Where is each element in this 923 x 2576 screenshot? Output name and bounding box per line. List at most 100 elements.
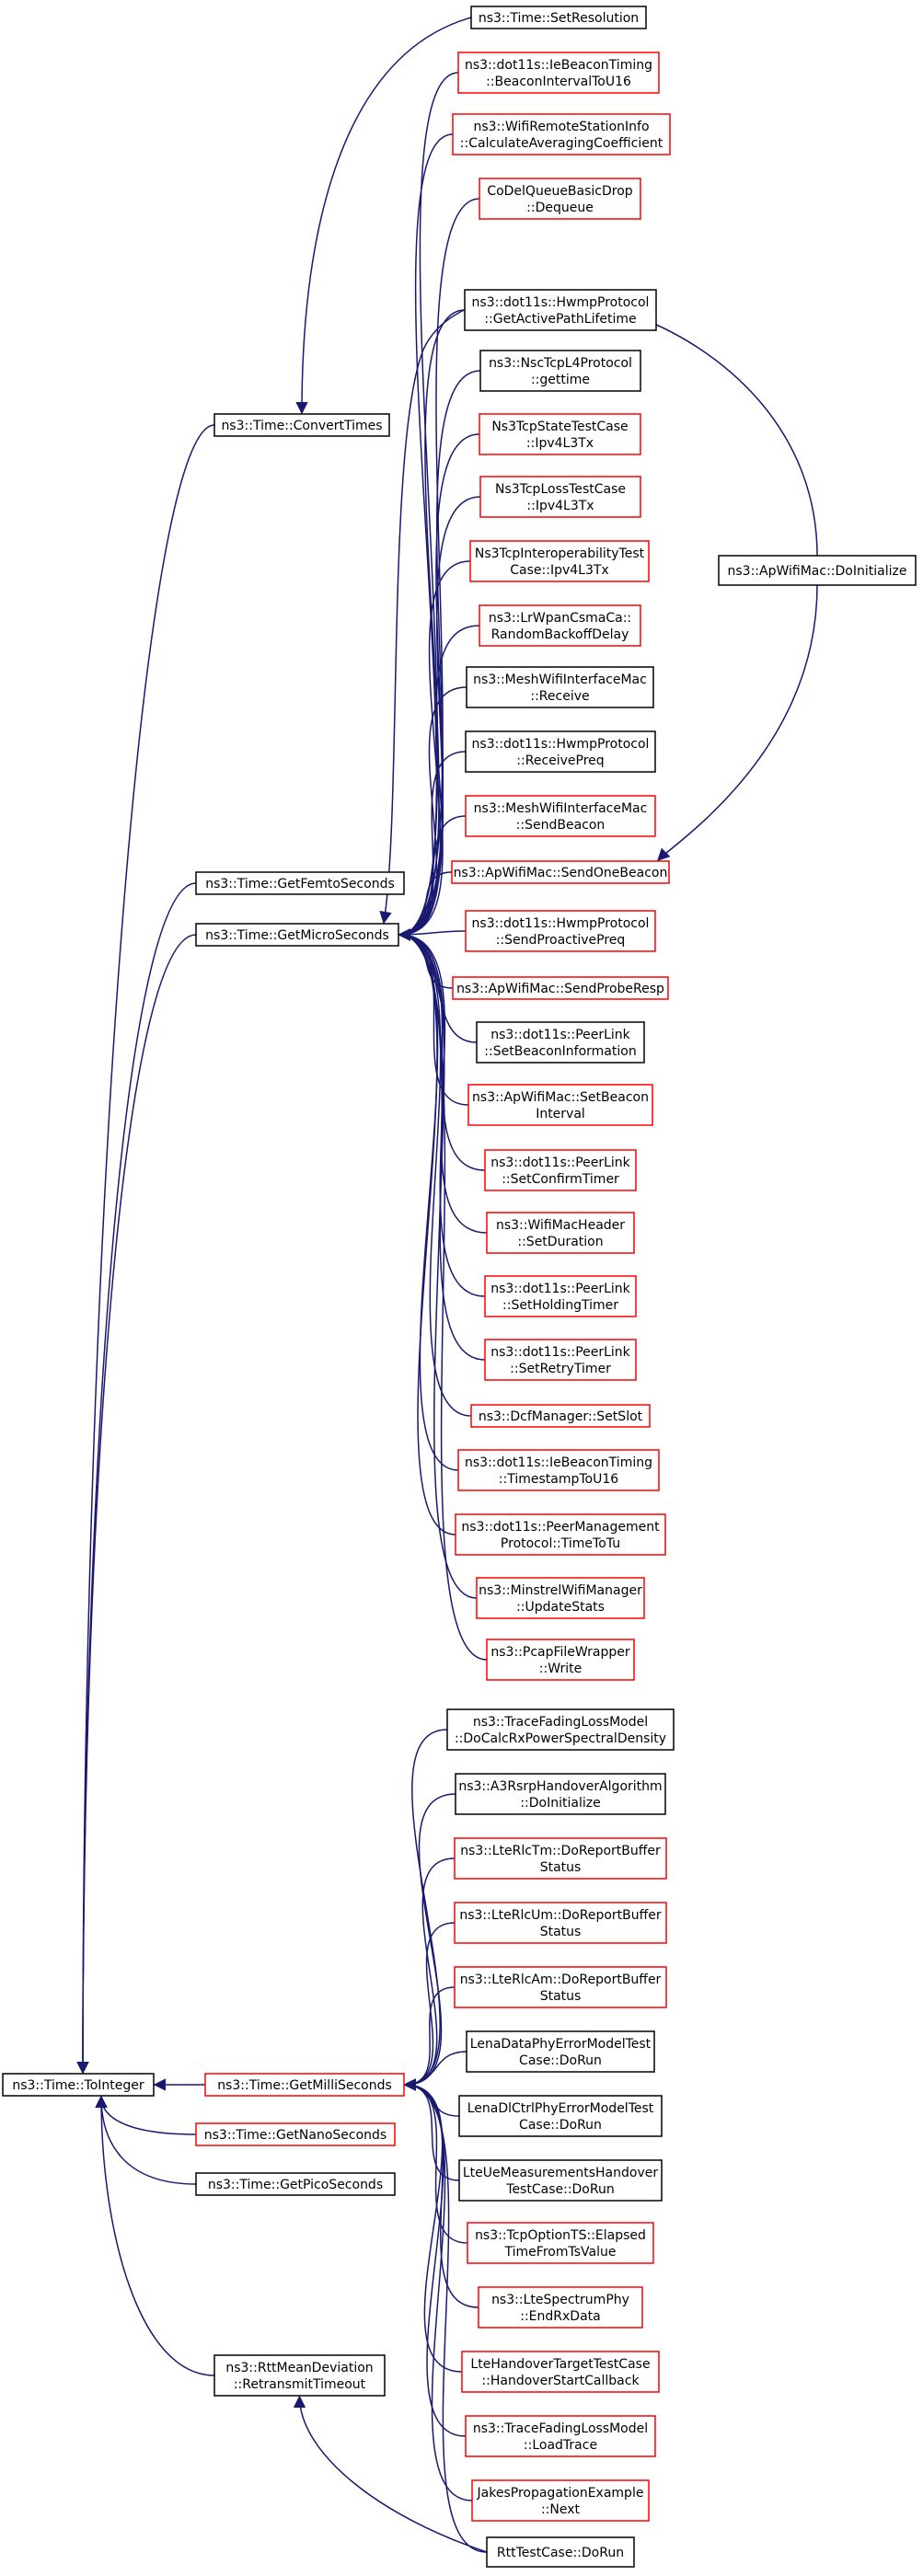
node-label-line: ns3::NscTcpL4Protocol <box>489 356 632 371</box>
call-edge-ie_ts-to-micro <box>398 928 459 1471</box>
node-label-line: Case::Ipv4L3Tx <box>510 563 608 578</box>
node-label-line: TestCase::DoRun <box>505 2182 614 2197</box>
node-nano[interactable]: ns3::Time::GetNanoSeconds <box>195 2122 396 2146</box>
node-tflm_lt[interactable]: ns3::TraceFadingLossModel::LoadTrace <box>465 2415 656 2457</box>
node-box <box>469 540 650 582</box>
node-label-line: ::ReceivePreq <box>516 753 604 768</box>
node-label-line: ns3::Time::GetNanoSeconds <box>204 2128 387 2143</box>
node-box <box>458 2159 663 2202</box>
node-milli[interactable]: ns3::Time::GetMilliSeconds <box>204 2073 405 2097</box>
call-edge-mwim_recv-to-micro <box>398 686 467 941</box>
node-box <box>454 1966 667 2008</box>
node-label-line: ns3::MeshWifiInterfaceMac <box>474 801 648 816</box>
node-label-line: ns3::Time::GetPicoSeconds <box>208 2178 383 2192</box>
node-box <box>470 1404 651 1428</box>
node-rtttest[interactable]: RttTestCase::DoRun <box>486 2536 635 2568</box>
node-label-line: ns3::dot11s::PeerLink <box>490 1156 630 1170</box>
node-nsctcp[interactable]: ns3::NscTcpL4Protocol::gettime <box>479 350 641 392</box>
call-edge-tcploss-to-micro <box>398 496 481 941</box>
node-wrsi[interactable]: ns3::WifiRemoteStationInfo::CalculateAve… <box>452 113 671 155</box>
node-label-line: ::Write <box>539 1662 582 1676</box>
node-box <box>466 2030 655 2073</box>
node-tcpstate[interactable]: Ns3TcpStateTestCase::Ipv4L3Tx <box>479 413 641 455</box>
node-convert[interactable]: ns3::Time::ConvertTimes <box>213 413 390 437</box>
node-box <box>467 2222 654 2264</box>
node-label-line: Status <box>540 1925 582 1939</box>
node-pl_srt[interactable]: ns3::dot11s::PeerLink::SetRetryTimer <box>484 1339 637 1381</box>
node-box <box>486 1639 635 1681</box>
node-dcf_ss[interactable]: ns3::DcfManager::SetSlot <box>470 1404 651 1428</box>
node-hwmp_rpreq[interactable]: ns3::dot11s::HwmpProtocol::ReceivePreq <box>465 730 656 773</box>
node-toint[interactable]: ns3::Time::ToInteger <box>2 2073 155 2097</box>
node-pico[interactable]: ns3::Time::GetPicoSeconds <box>195 2172 396 2196</box>
node-label-line: ::TimestampToU16 <box>499 1472 618 1487</box>
node-micro[interactable]: ns3::Time::GetMicroSeconds <box>195 923 399 947</box>
nodes-layer: ns3::Time::ToInteger ns3::Time::ConvertTi… <box>2 6 917 2568</box>
node-tcploss[interactable]: Ns3TcpLossTestCase::Ipv4L3Tx <box>479 476 641 518</box>
node-label-line: ::SendProactivePreq <box>496 933 626 948</box>
node-box <box>458 2095 663 2137</box>
node-label-line: ns3::PcapFileWrapper <box>490 1645 629 1660</box>
node-wmh_sd[interactable]: ns3::WifiMacHeader::SetDuration <box>486 1212 635 1254</box>
node-pcap[interactable]: ns3::PcapFileWrapper::Write <box>486 1639 635 1681</box>
node-a3rsrp[interactable]: ns3::A3RsrpHandoverAlgorithm::DoInitiali… <box>455 1773 666 1815</box>
node-label-line: ::GetActivePathLifetime <box>484 312 636 327</box>
node-pl_sht[interactable]: ns3::dot11s::PeerLink::SetHoldingTimer <box>484 1275 637 1317</box>
node-label-line: ns3::LteSpectrumPhy <box>491 2293 629 2307</box>
node-label-line: Status <box>540 1989 582 2004</box>
node-hwmp_apl[interactable]: ns3::dot11s::HwmpProtocol::GetActivePath… <box>464 289 657 331</box>
node-ie_ts[interactable]: ns3::dot11s::IeBeaconTiming::TimestampTo… <box>457 1449 660 1491</box>
node-label-line: ns3::Time::GetMicroSeconds <box>205 928 389 943</box>
node-ap_spr[interactable]: ns3::ApWifiMac::SendProbeResp <box>452 976 669 1000</box>
node-box <box>2 2073 155 2097</box>
node-pl_sbi[interactable]: ns3::dot11s::PeerLink::SetBeaconInformat… <box>476 1021 645 1064</box>
call-edge-ltehand-to-milli <box>403 2078 463 2373</box>
node-jakes[interactable]: JakesPropagationExample::Next <box>471 2479 650 2522</box>
node-box <box>478 2286 643 2329</box>
node-minstrel[interactable]: ns3::MinstrelWifiManager::UpdateStats <box>476 1577 645 1619</box>
call-edge-convert-to-toint <box>76 424 215 2075</box>
call-edge-nano-to-toint <box>95 2095 197 2135</box>
node-box <box>451 860 670 884</box>
node-ap_init[interactable]: ns3::ApWifiMac::DoInitialize <box>718 555 917 586</box>
node-ltehand[interactable]: LteHandoverTargetTestCase::HandoverStart… <box>461 2351 660 2393</box>
node-setres[interactable]: ns3::Time::SetResolution <box>470 6 647 29</box>
node-pm_ttt[interactable]: ns3::dot11s::PeerManagementProtocol::Tim… <box>455 1513 666 1556</box>
node-ltespec[interactable]: ns3::LteSpectrumPhy::EndRxData <box>478 2286 643 2329</box>
node-ap_sob[interactable]: ns3::ApWifiMac::SendOneBeacon <box>451 860 670 884</box>
node-pl_sct[interactable]: ns3::dot11s::PeerLink::SetConfirmTimer <box>484 1149 637 1191</box>
node-label-line: ns3::dot11s::IeBeaconTiming <box>465 58 652 73</box>
node-label-line: ns3::A3RsrpHandoverAlgorithm <box>458 1779 662 1794</box>
node-rttdev[interactable]: ns3::RttMeanDeviation::RetransmitTimeout <box>213 2354 386 2397</box>
node-mwim_recv[interactable]: ns3::MeshWifiInterfaceMac::Receive <box>466 666 654 708</box>
node-tflm_dcr[interactable]: ns3::TraceFadingLossModel::DoCalcRxPower… <box>446 1708 675 1751</box>
node-ie_bi[interactable]: ns3::dot11s::IeBeaconTiming::BeaconInter… <box>457 52 660 94</box>
node-label-line: ns3::RttMeanDeviation <box>225 2361 373 2375</box>
node-box <box>455 1773 666 1815</box>
node-box <box>479 178 641 220</box>
call-edge-lrwpan-to-micro <box>398 625 480 941</box>
node-label-line: ns3::TraceFadingLossModel <box>473 2421 648 2436</box>
node-box <box>484 1149 637 1191</box>
node-codel[interactable]: CoDelQueueBasicDrop::Dequeue <box>479 178 641 220</box>
node-label-line: ::CalculateAveragingCoefficient <box>460 136 663 151</box>
node-label-line: CoDelQueueBasicDrop <box>487 184 632 199</box>
node-hwmp_spp[interactable]: ns3::dot11s::HwmpProtocol::SendProactive… <box>465 910 656 952</box>
node-label-line: ::EndRxData <box>520 2309 600 2324</box>
node-mwim_sb[interactable]: ns3::MeshWifiInterfaceMac::SendBeacon <box>465 795 656 837</box>
node-femto[interactable]: ns3::Time::GetFemtoSeconds <box>195 871 405 895</box>
edges-layer <box>76 17 818 2553</box>
node-label-line: ns3::TcpOptionTS::Elapsed <box>475 2228 646 2243</box>
node-box <box>466 666 654 708</box>
node-lrwpan[interactable]: ns3::LrWpanCsmaCa::RandomBackoffDelay <box>479 604 641 647</box>
node-box <box>486 1212 635 1254</box>
